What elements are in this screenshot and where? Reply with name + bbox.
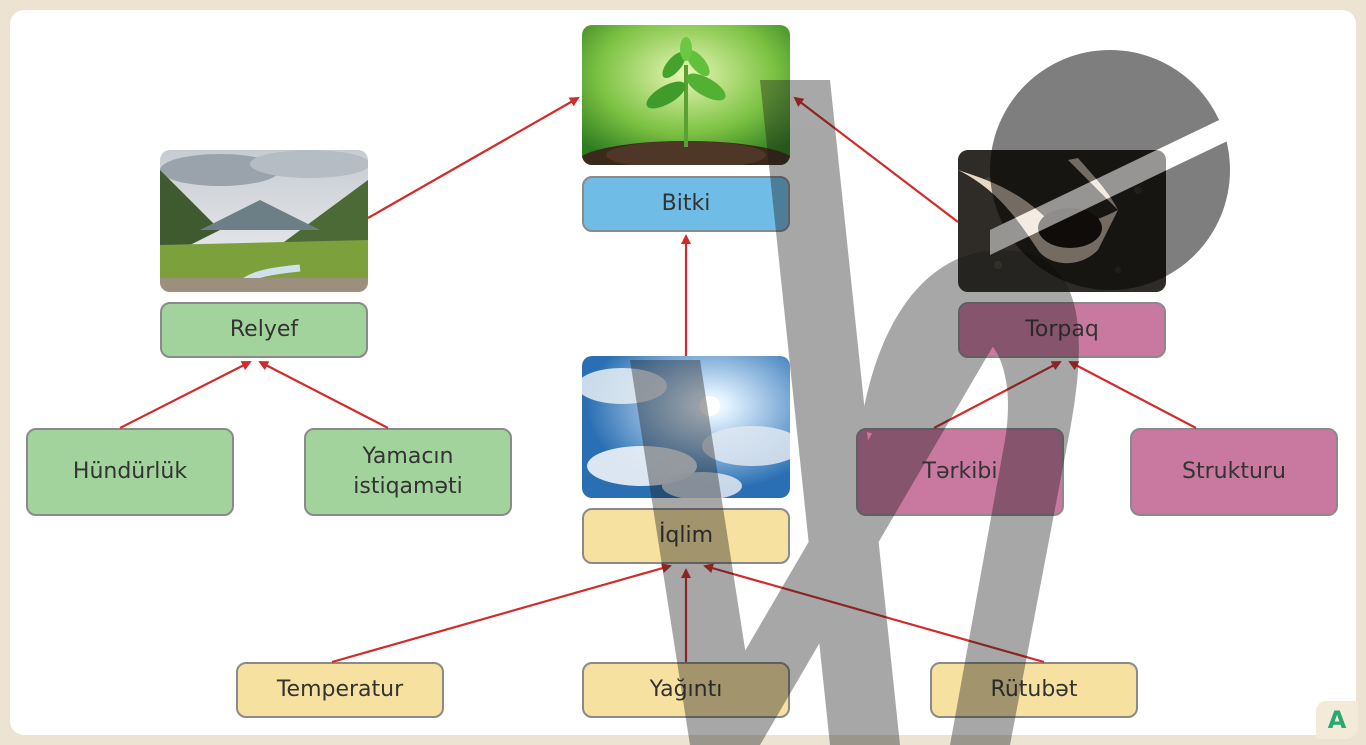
- soil-box: Torpaq: [958, 302, 1166, 358]
- relief-image: [160, 150, 368, 292]
- structure-box: Strukturu: [1130, 428, 1338, 516]
- arrow-humidity-to-climate: [703, 563, 1045, 664]
- climate-image: [582, 356, 790, 498]
- arrow-temperature-to-climate: [331, 563, 672, 664]
- plant-box: Bitki: [582, 176, 790, 232]
- arrow-altitude-to-relief: [119, 361, 252, 429]
- temperature-box: Temperatur: [236, 662, 444, 718]
- precipitation-box: Yağıntı: [582, 662, 790, 718]
- climate-box: İqlim: [582, 508, 790, 564]
- slope-direction-box: Yamacın istiqaməti: [304, 428, 512, 516]
- altitude-box: Hündürlük: [26, 428, 234, 516]
- humidity-box: Rütubət: [930, 662, 1138, 718]
- composition-box: Tərkibi: [856, 428, 1064, 516]
- arrow-relief-to-plant: [367, 97, 580, 219]
- corner-badge: A: [1316, 701, 1358, 739]
- plant-image: [582, 25, 790, 165]
- arrow-soil-to-plant: [793, 96, 959, 223]
- arrow-structure-to-soil: [1068, 361, 1197, 429]
- arrow-composition-to-soil: [933, 361, 1062, 429]
- arrow-slope-to-relief: [258, 361, 389, 429]
- relief-box: Relyef: [160, 302, 368, 358]
